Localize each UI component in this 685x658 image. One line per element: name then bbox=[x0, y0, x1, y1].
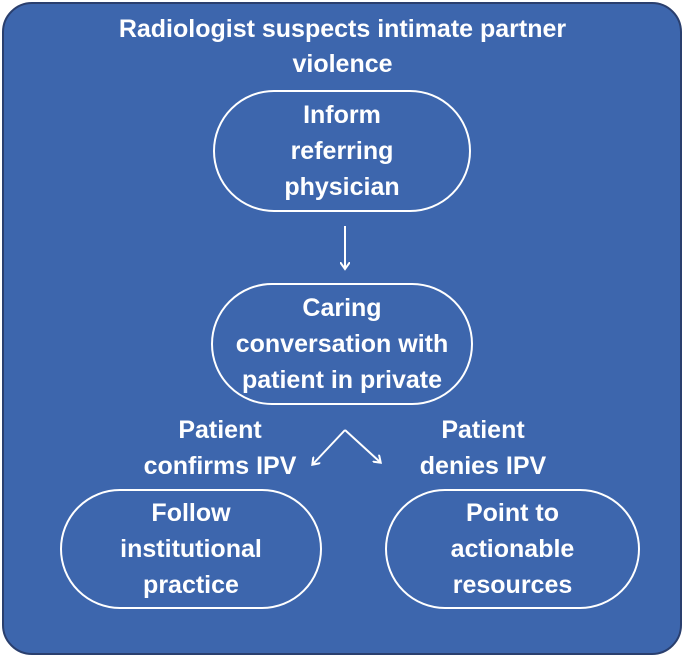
node-actionable-resources: Point to actionable resources bbox=[385, 489, 640, 609]
node-follow-practice-label: Follow institutional practice bbox=[120, 499, 262, 599]
node-inform-physician: Inform referring physician bbox=[213, 90, 471, 212]
arrow-to-confirms bbox=[313, 429, 346, 464]
node-inform-physician-label: Inform referring physician bbox=[284, 101, 400, 201]
node-caring-conversation-label: Caring conversation with patient in priv… bbox=[235, 294, 449, 394]
branch-label-denies: Patient denies IPV bbox=[419, 416, 547, 480]
diagram-title: Radiologist suspects intimate partner vi… bbox=[118, 15, 567, 78]
node-follow-practice: Follow institutional practice bbox=[60, 489, 322, 609]
branch-label-confirms: Patient confirms IPV bbox=[143, 416, 297, 480]
node-caring-conversation: Caring conversation with patient in priv… bbox=[211, 283, 473, 405]
node-actionable-resources-label: Point to actionable resources bbox=[450, 499, 575, 599]
arrow-to-denies bbox=[344, 429, 380, 462]
